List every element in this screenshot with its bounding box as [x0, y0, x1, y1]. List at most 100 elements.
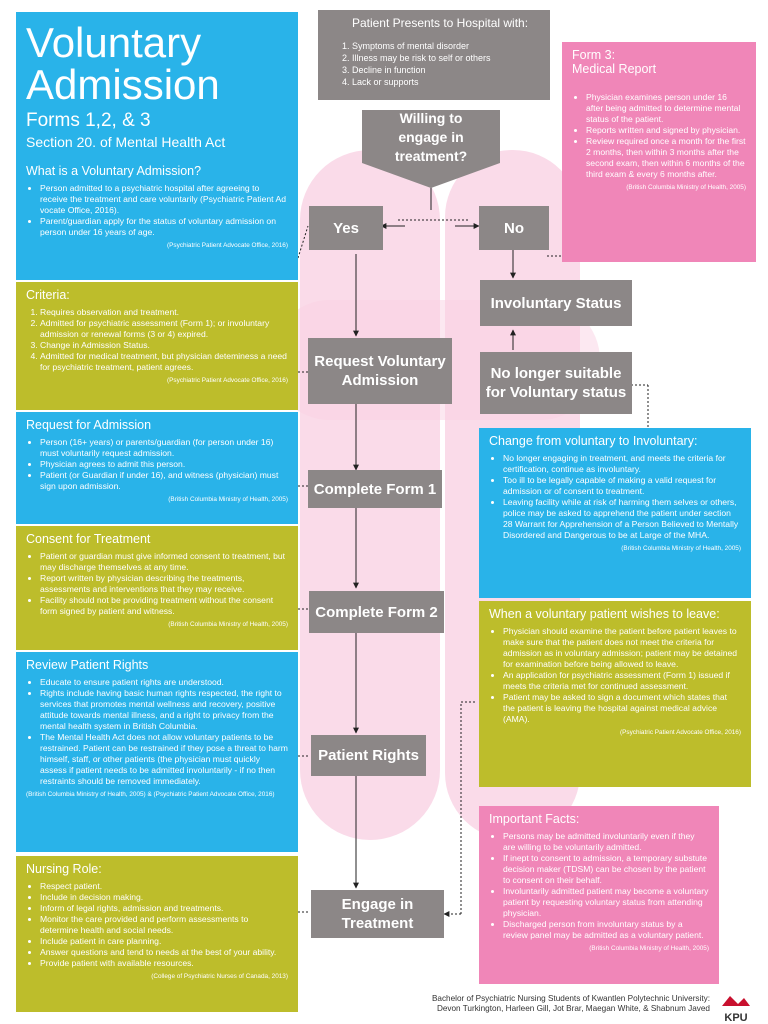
list-item: Discharged person from involuntary statu…: [503, 919, 709, 941]
presents-box: Patient Presents to Hospital with: Sympt…: [318, 10, 550, 100]
footer-line-1: Bachelor of Psychiatric Nursing Students…: [431, 994, 710, 1003]
list-item: Patient (or Guardian if under 16), and w…: [40, 470, 288, 492]
citation: (College of Psychiatric Nurses of Canada…: [151, 973, 288, 980]
presents-title: Patient Presents to Hospital with:: [351, 16, 529, 30]
list-item: Admitted for psychiatric assessment (For…: [40, 318, 288, 340]
form3-panel: Form 3: Medical Report Physician examine…: [562, 42, 756, 262]
leave-title: When a voluntary patient wishes to leave…: [489, 607, 720, 621]
list-item: If inept to consent to admission, a temp…: [503, 853, 709, 886]
list-item: Illness may be risk to self or others: [352, 52, 540, 64]
citation: (Psychiatric Patient Advocate Office, 20…: [619, 729, 741, 736]
citation: (British Columbia Ministry of Health, 20…: [626, 184, 746, 191]
list-item: Involuntarily admitted patient may becom…: [503, 886, 709, 919]
rights-label: Patient Rights: [318, 747, 419, 764]
change-title: Change from voluntary to Involuntary:: [489, 434, 698, 448]
title-line-1: Voluntary: [26, 19, 202, 66]
form1-node: Complete Form 1: [308, 470, 442, 508]
footer-credits: Bachelor of Psychiatric Nursing Students…: [380, 994, 710, 1014]
citation: (British Columbia Ministry of Health, 20…: [589, 945, 709, 952]
kpu-logo-mark: [722, 996, 750, 1006]
list-item: Symptoms of mental disorder: [352, 40, 540, 52]
yes-label: Yes: [333, 219, 359, 237]
list-item: Requires observation and treatment.: [40, 307, 288, 318]
list-item: Change in Admission Status.: [40, 340, 288, 351]
question-label: Willing to engage in treatment?: [394, 109, 468, 164]
consent-title: Consent for Treatment: [26, 532, 151, 546]
list-item: An application for psychiatric assessmen…: [503, 670, 741, 692]
list-item: Physician should examine the patient bef…: [503, 626, 741, 670]
criteria-panel: Criteria: Requires observation and treat…: [16, 282, 298, 410]
consent-panel: Consent for Treatment Patient or guardia…: [16, 526, 298, 650]
kpu-logo-text: KPU: [724, 1012, 748, 1024]
list-item: Admitted for medical treatment, but phys…: [40, 351, 288, 373]
facts-panel: Important Facts: Persons may be admitted…: [479, 806, 719, 984]
list-item: Patient or guardian must give informed c…: [40, 551, 288, 573]
list-item: Too ill to be legally capable of making …: [503, 475, 741, 497]
change-panel: Change from voluntary to Involuntary: No…: [479, 428, 751, 598]
list-item: Provide patient with available resources…: [40, 958, 288, 969]
list-item: Parent/guardian apply for the status of …: [40, 216, 288, 238]
rights-list: Educate to ensure patient rights are und…: [26, 677, 288, 787]
list-item: Person (16+ years) or parents/guardian (…: [40, 437, 288, 459]
what-title: What is a Voluntary Admission?: [26, 164, 202, 178]
facts-list: Persons may be admitted involuntarily ev…: [489, 831, 709, 941]
list-item: Include patient in care planning.: [40, 936, 288, 947]
citation: (Psychiatric Patient Advocate Office, 20…: [166, 242, 288, 249]
list-item: Physician agrees to admit this person.: [40, 459, 288, 470]
form3-list: Physician examines person under 16 after…: [572, 92, 746, 180]
rights-panel: Review Patient Rights Educate to ensure …: [16, 652, 298, 852]
citation: (British Columbia Ministry of Health, 20…: [168, 496, 288, 503]
criteria-list: Requires observation and treatment. Admi…: [26, 307, 288, 373]
rights-title: Review Patient Rights: [26, 658, 149, 672]
nursing-list: Respect patient. Include in decision mak…: [26, 881, 288, 969]
list-item: Educate to ensure patient rights are und…: [40, 677, 288, 688]
citation: (British Columbia Ministry of Health, 20…: [621, 545, 741, 552]
presents-list: Symptoms of mental disorder Illness may …: [340, 40, 540, 88]
list-item: Answer questions and tend to needs at th…: [40, 947, 288, 958]
list-item: Person admitted to a psychiatric hospita…: [40, 183, 288, 216]
change-list: No longer engaging in treatment, and mee…: [489, 453, 741, 541]
form3-title-1: Form 3:: [572, 48, 616, 62]
form2-node: Complete Form 2: [309, 591, 444, 633]
request-title: Request for Admission: [26, 418, 152, 432]
no-label: No: [504, 219, 524, 237]
yes-node: Yes: [309, 206, 383, 250]
no-longer-node: No longer suitable for Voluntary status: [480, 352, 632, 414]
what-list: Person admitted to a psychiatric hospita…: [26, 183, 288, 238]
engage-node: Engage in Treatment: [311, 890, 444, 938]
form2-label: Complete Form 2: [315, 603, 438, 621]
request-list: Person (16+ years) or parents/guardian (…: [26, 437, 288, 492]
list-item: Persons may be admitted involuntarily ev…: [503, 831, 709, 853]
list-item: Reports written and signed by physician.: [586, 125, 746, 136]
list-item: Report written by physician describing t…: [40, 573, 288, 595]
list-item: Monitor the care provided and perform as…: [40, 914, 288, 936]
list-item: Decline in function: [352, 64, 540, 76]
request-node: Request Voluntary Admission: [308, 338, 452, 404]
form1-label: Complete Form 1: [313, 480, 437, 498]
leave-list: Physician should examine the patient bef…: [489, 626, 741, 725]
involuntary-label: Involuntary Status: [490, 294, 622, 312]
leave-panel: When a voluntary patient wishes to leave…: [479, 601, 751, 787]
list-item: Respect patient.: [40, 881, 288, 892]
list-item: Physician examines person under 16 after…: [586, 92, 746, 125]
facts-title: Important Facts:: [489, 812, 580, 826]
list-item: Rights include having basic human rights…: [40, 688, 288, 732]
list-item: Facility should not be providing treatme…: [40, 595, 288, 617]
rights-node: Patient Rights: [311, 735, 426, 776]
nursing-panel: Nursing Role: Respect patient. Include i…: [16, 856, 298, 1012]
criteria-title: Criteria:: [26, 288, 70, 302]
forms-subtitle: Forms 1,2, & 3: [26, 110, 151, 131]
list-item: No longer engaging in treatment, and mee…: [503, 453, 741, 475]
nursing-title: Nursing Role:: [26, 862, 102, 876]
list-item: The Mental Health Act does not allow vol…: [40, 732, 288, 787]
form3-title-2: Medical Report: [572, 62, 657, 76]
list-item: Patient may be asked to sign a document …: [503, 692, 741, 725]
list-item: Review required once a month for the fir…: [586, 136, 746, 180]
consent-list: Patient or guardian must give informed c…: [26, 551, 288, 617]
no-node: No: [479, 206, 549, 250]
title-line-2: Admission: [26, 61, 220, 108]
request-label: Request Voluntary Admission: [314, 353, 446, 389]
list-item: Inform of legal rights, admission and tr…: [40, 903, 288, 914]
engage-label: Engage in Treatment: [341, 896, 414, 932]
